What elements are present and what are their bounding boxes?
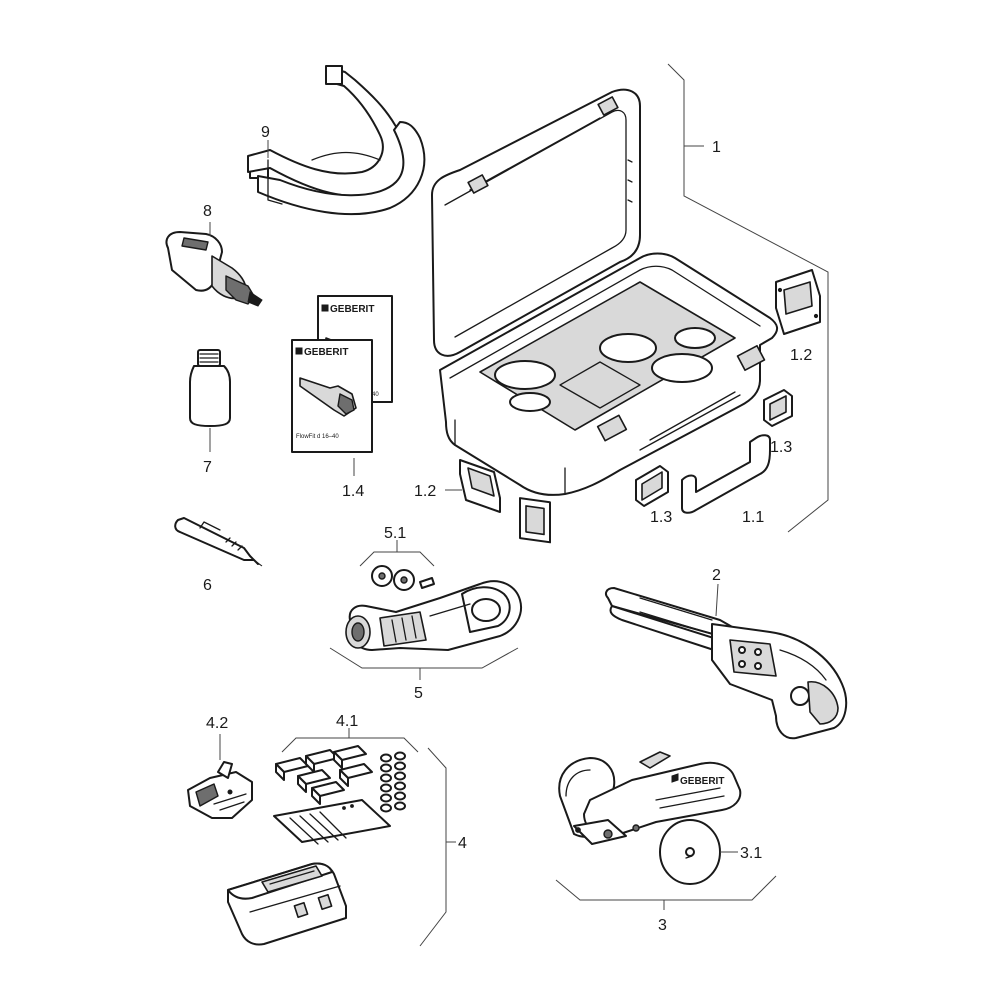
case-handle [681,434,771,514]
clip-upper [763,389,793,427]
callout-adapters: 4.1 [336,713,358,730]
small-carry-case [227,862,347,946]
clip-lower [635,465,669,507]
manual-back-title-fragment: -40 [370,392,379,398]
adapters-bracket [281,737,419,753]
cutting-wheels-bracket [359,551,435,567]
callout-latch-plate-right: 1.2 [790,347,812,364]
callout-shoulder-strap: 9 [261,124,270,141]
calibration-card [273,799,391,845]
cutting-wheels [371,565,435,591]
callout-calibration-set: 4 [458,835,467,852]
callout-deburrer: 8 [203,203,212,220]
adapter-pieces [275,745,373,805]
callout-case: 1 [712,139,721,156]
installation-manuals: GEBERIT -40 GEBERIT FlowFit d 16–40 [291,295,393,453]
tool-case [431,88,778,544]
adapter-holder [187,761,253,819]
latch-plate-right [775,269,821,335]
manual-back-logo: GEBERIT [330,304,374,315]
callout-holder: 4.2 [206,715,228,732]
callout-latch-plate-left: 1.2 [414,483,436,500]
tube-cutter [345,580,522,651]
cutter-blade [659,819,721,885]
pressing-tool [605,587,848,740]
manual-front-title: FlowFit d 16–40 [296,434,339,440]
callout-handle: 1.1 [742,509,764,526]
callout-cutter-blade: 3.1 [740,845,762,862]
callout-clip-lower: 1.3 [650,509,672,526]
lubricant-bottle [189,349,231,427]
callout-pipe-cutter-set: 3 [658,917,667,934]
callout-lubricant-bottle: 7 [203,459,212,476]
callout-pressing-tool: 2 [712,567,721,584]
marker-pen [174,517,263,567]
callout-marker-pen: 6 [203,577,212,594]
pipe-cutter-bracket [555,875,777,901]
case-bracket [667,63,829,533]
pipe-cutter-logo: GEBERIT [680,776,724,787]
sealing-rings [380,751,406,813]
callout-cutting-wheels: 5.1 [384,525,406,542]
deburrer [165,231,263,307]
callout-tube-cutter-set: 5 [414,685,423,702]
calibration-set-bracket [419,747,447,947]
latch-plate-left [459,459,501,513]
callout-clip-upper: 1.3 [770,439,792,456]
pipe-cutter: GEBERIT [558,751,742,845]
tube-cutter-bracket [329,647,519,669]
shoulder-strap [247,65,426,216]
manual-front-logo: GEBERIT [304,347,348,358]
callout-manuals: 1.4 [342,483,364,500]
